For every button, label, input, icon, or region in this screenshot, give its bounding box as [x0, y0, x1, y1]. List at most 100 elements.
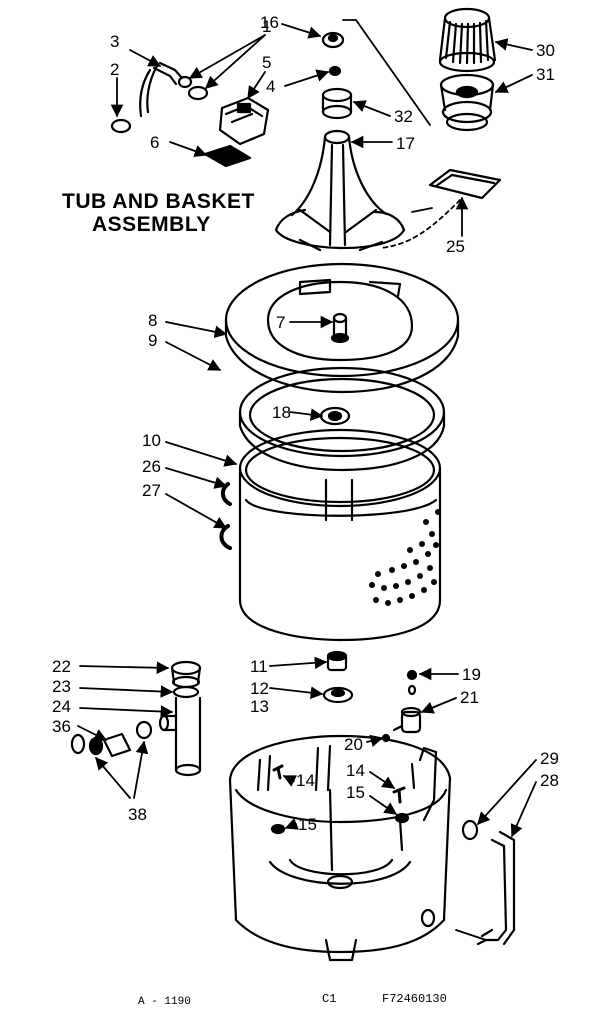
leader-29	[477, 759, 537, 825]
leader-12	[269, 686, 324, 699]
callout-2: 2	[110, 60, 119, 79]
diagram-title-line1: TUB AND BASKET	[62, 190, 255, 213]
leader-36	[77, 725, 108, 741]
footer-part-number: F72460130	[382, 992, 447, 1006]
callout-14a: 14	[296, 771, 315, 790]
connector-part-36	[88, 732, 132, 758]
callout-36: 36	[52, 717, 71, 736]
tub-cover-part-8	[224, 262, 460, 394]
screw-part-14b	[392, 786, 406, 804]
dispenser-part-31	[439, 73, 495, 132]
callout-29: 29	[540, 749, 559, 768]
leader-27	[165, 493, 228, 529]
callout-7: 7	[276, 313, 285, 332]
filter-part-25	[428, 168, 502, 200]
drain-hose-part-28	[476, 830, 516, 946]
callout-27: 27	[142, 481, 161, 500]
bearing-part-7	[330, 312, 350, 344]
callout-19: 19	[462, 665, 481, 684]
callout-32: 32	[394, 107, 413, 126]
callout-22: 22	[52, 657, 71, 676]
leader-23	[79, 685, 174, 698]
leader-15b	[369, 795, 398, 815]
callout-21: 21	[460, 688, 479, 707]
callout-31: 31	[536, 65, 555, 84]
callout-30: 30	[536, 41, 555, 60]
leader-22	[79, 661, 170, 675]
callout-24: 24	[52, 697, 71, 716]
callout-15a: 15	[298, 815, 317, 834]
leader-30	[494, 38, 533, 51]
clip-part-26	[221, 482, 232, 506]
leader-24	[79, 705, 174, 718]
leader-31	[494, 74, 533, 93]
callout-3: 3	[110, 32, 119, 51]
callout-4: 4	[266, 77, 275, 96]
agitator-part-17	[274, 129, 406, 252]
leader-4	[284, 69, 330, 87]
callout-17: 17	[396, 134, 415, 153]
leader-tub-hose	[455, 929, 487, 941]
clamp-part-38	[70, 720, 153, 755]
leader-38a	[95, 757, 131, 799]
leader-21	[420, 697, 457, 714]
nut-part-11	[326, 650, 348, 672]
washer-part-19	[406, 669, 418, 696]
nut-part-15b	[394, 812, 410, 824]
callout-9: 9	[148, 331, 157, 350]
screw-part-14a	[272, 764, 284, 780]
callout-25: 25	[446, 237, 465, 256]
pump-part-22	[170, 660, 202, 689]
leader-26	[165, 467, 228, 489]
clip-part-27	[219, 524, 232, 550]
outer-tub-part-13	[228, 734, 452, 962]
leader-15a	[284, 817, 299, 830]
callout-5: 5	[262, 53, 271, 72]
switch-part-5	[218, 96, 270, 146]
callout-20: 20	[344, 735, 363, 754]
leader-18	[289, 408, 324, 421]
cap-part-30	[438, 7, 497, 73]
washer-part-4	[328, 65, 342, 77]
coupling-part-32	[321, 87, 353, 120]
nut-part-16	[321, 31, 345, 49]
callout-16: 16	[260, 13, 279, 32]
basket-part-10	[238, 428, 442, 642]
valve-part-21	[392, 706, 422, 734]
gasket-part-23	[172, 685, 200, 699]
callout-26: 26	[142, 457, 161, 476]
leader-11	[269, 656, 328, 670]
leader-9	[165, 341, 222, 371]
leader-3	[129, 49, 162, 67]
callout-38: 38	[128, 805, 147, 824]
nut-part-15a	[270, 823, 286, 835]
pad-part-6	[203, 144, 252, 168]
leader-32	[352, 100, 391, 117]
leader-16	[281, 23, 322, 39]
callout-23: 23	[52, 677, 71, 696]
callout-15b: 15	[346, 783, 365, 802]
clamp-part-29	[461, 819, 479, 841]
callout-10: 10	[142, 431, 161, 450]
clamp-part-1	[177, 75, 209, 101]
leader-1	[205, 34, 266, 89]
callout-8: 8	[148, 311, 157, 330]
leader-6	[169, 141, 208, 158]
hose-part-3	[139, 61, 184, 118]
footer-code: C1	[322, 992, 337, 1006]
callout-11: 11	[250, 657, 268, 676]
callout-12: 12	[250, 679, 269, 698]
callout-6: 6	[150, 133, 159, 152]
hub-part-18	[319, 406, 351, 426]
seal-part-12	[322, 686, 354, 704]
basket-perforations	[369, 509, 441, 606]
leader-25c	[379, 199, 461, 249]
leader-14a	[282, 775, 297, 787]
leader-16-to-31	[342, 19, 431, 126]
leader-5	[247, 71, 266, 100]
callout-28: 28	[540, 771, 559, 790]
basket-ring-part-9	[238, 366, 446, 472]
leader-8	[165, 321, 228, 338]
leader-28	[510, 781, 537, 838]
